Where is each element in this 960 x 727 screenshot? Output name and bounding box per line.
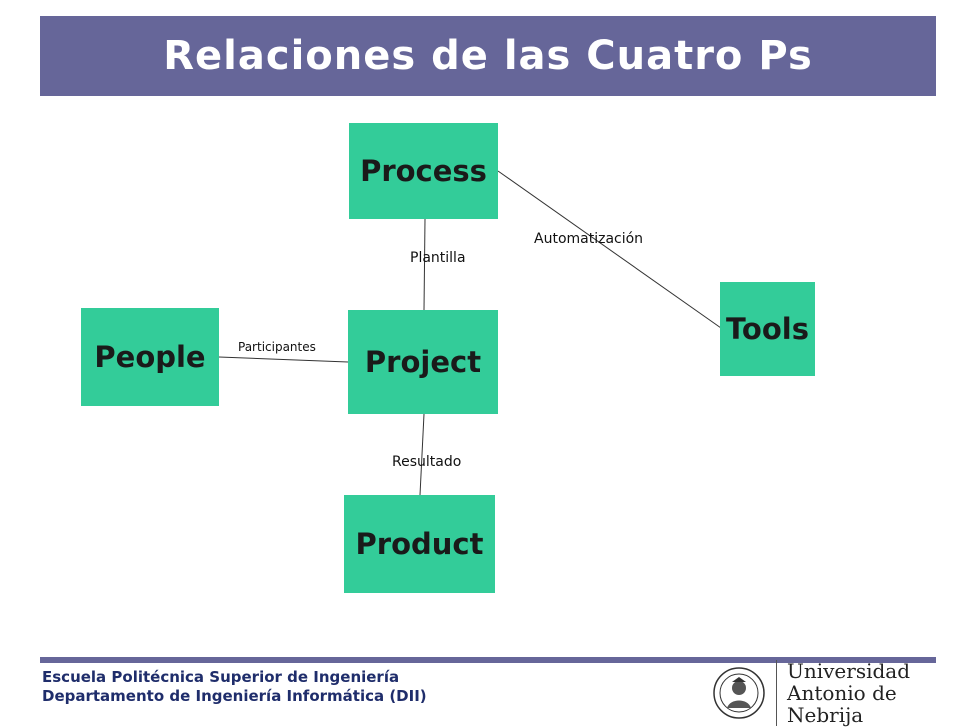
node-process: Process — [349, 123, 498, 219]
footer-institution: Escuela Politécnica Superior de Ingenier… — [42, 668, 427, 706]
title-bar: Relaciones de las Cuatro Ps — [40, 16, 936, 96]
university-seal-icon — [713, 667, 765, 719]
edge-people-project — [218, 356, 349, 363]
edge-label-plantilla: Plantilla — [410, 250, 466, 266]
node-people-label: People — [94, 340, 206, 374]
edge-label-resultado: Resultado — [392, 454, 462, 470]
node-tools: Tools — [720, 282, 815, 376]
footer-divider — [40, 657, 936, 663]
footer-school: Escuela Politécnica Superior de Ingenier… — [42, 668, 400, 686]
edge-process-tools — [497, 170, 722, 329]
edge-process-project — [423, 218, 426, 311]
node-project: Project — [348, 310, 498, 414]
footer-department: Departamento de Ingeniería Informática (… — [42, 687, 427, 705]
slide-title: Relaciones de las Cuatro Ps — [163, 33, 813, 79]
edge-label-participantes: Participantes — [238, 340, 316, 354]
university-logo: Universidad Antonio de Nebrija — [712, 660, 942, 726]
node-product: Product — [344, 495, 495, 593]
edge-project-product — [419, 413, 425, 496]
edge-label-automatizacion: Automatización — [534, 231, 644, 247]
university-name-line1: Universidad — [787, 659, 911, 683]
node-product-label: Product — [355, 527, 484, 561]
node-people: People — [81, 308, 219, 406]
university-name-line2: Antonio de Nebrija — [787, 681, 897, 727]
node-process-label: Process — [360, 154, 487, 188]
node-tools-label: Tools — [726, 312, 809, 346]
university-name: Universidad Antonio de Nebrija — [776, 660, 942, 726]
node-project-label: Project — [364, 345, 482, 379]
